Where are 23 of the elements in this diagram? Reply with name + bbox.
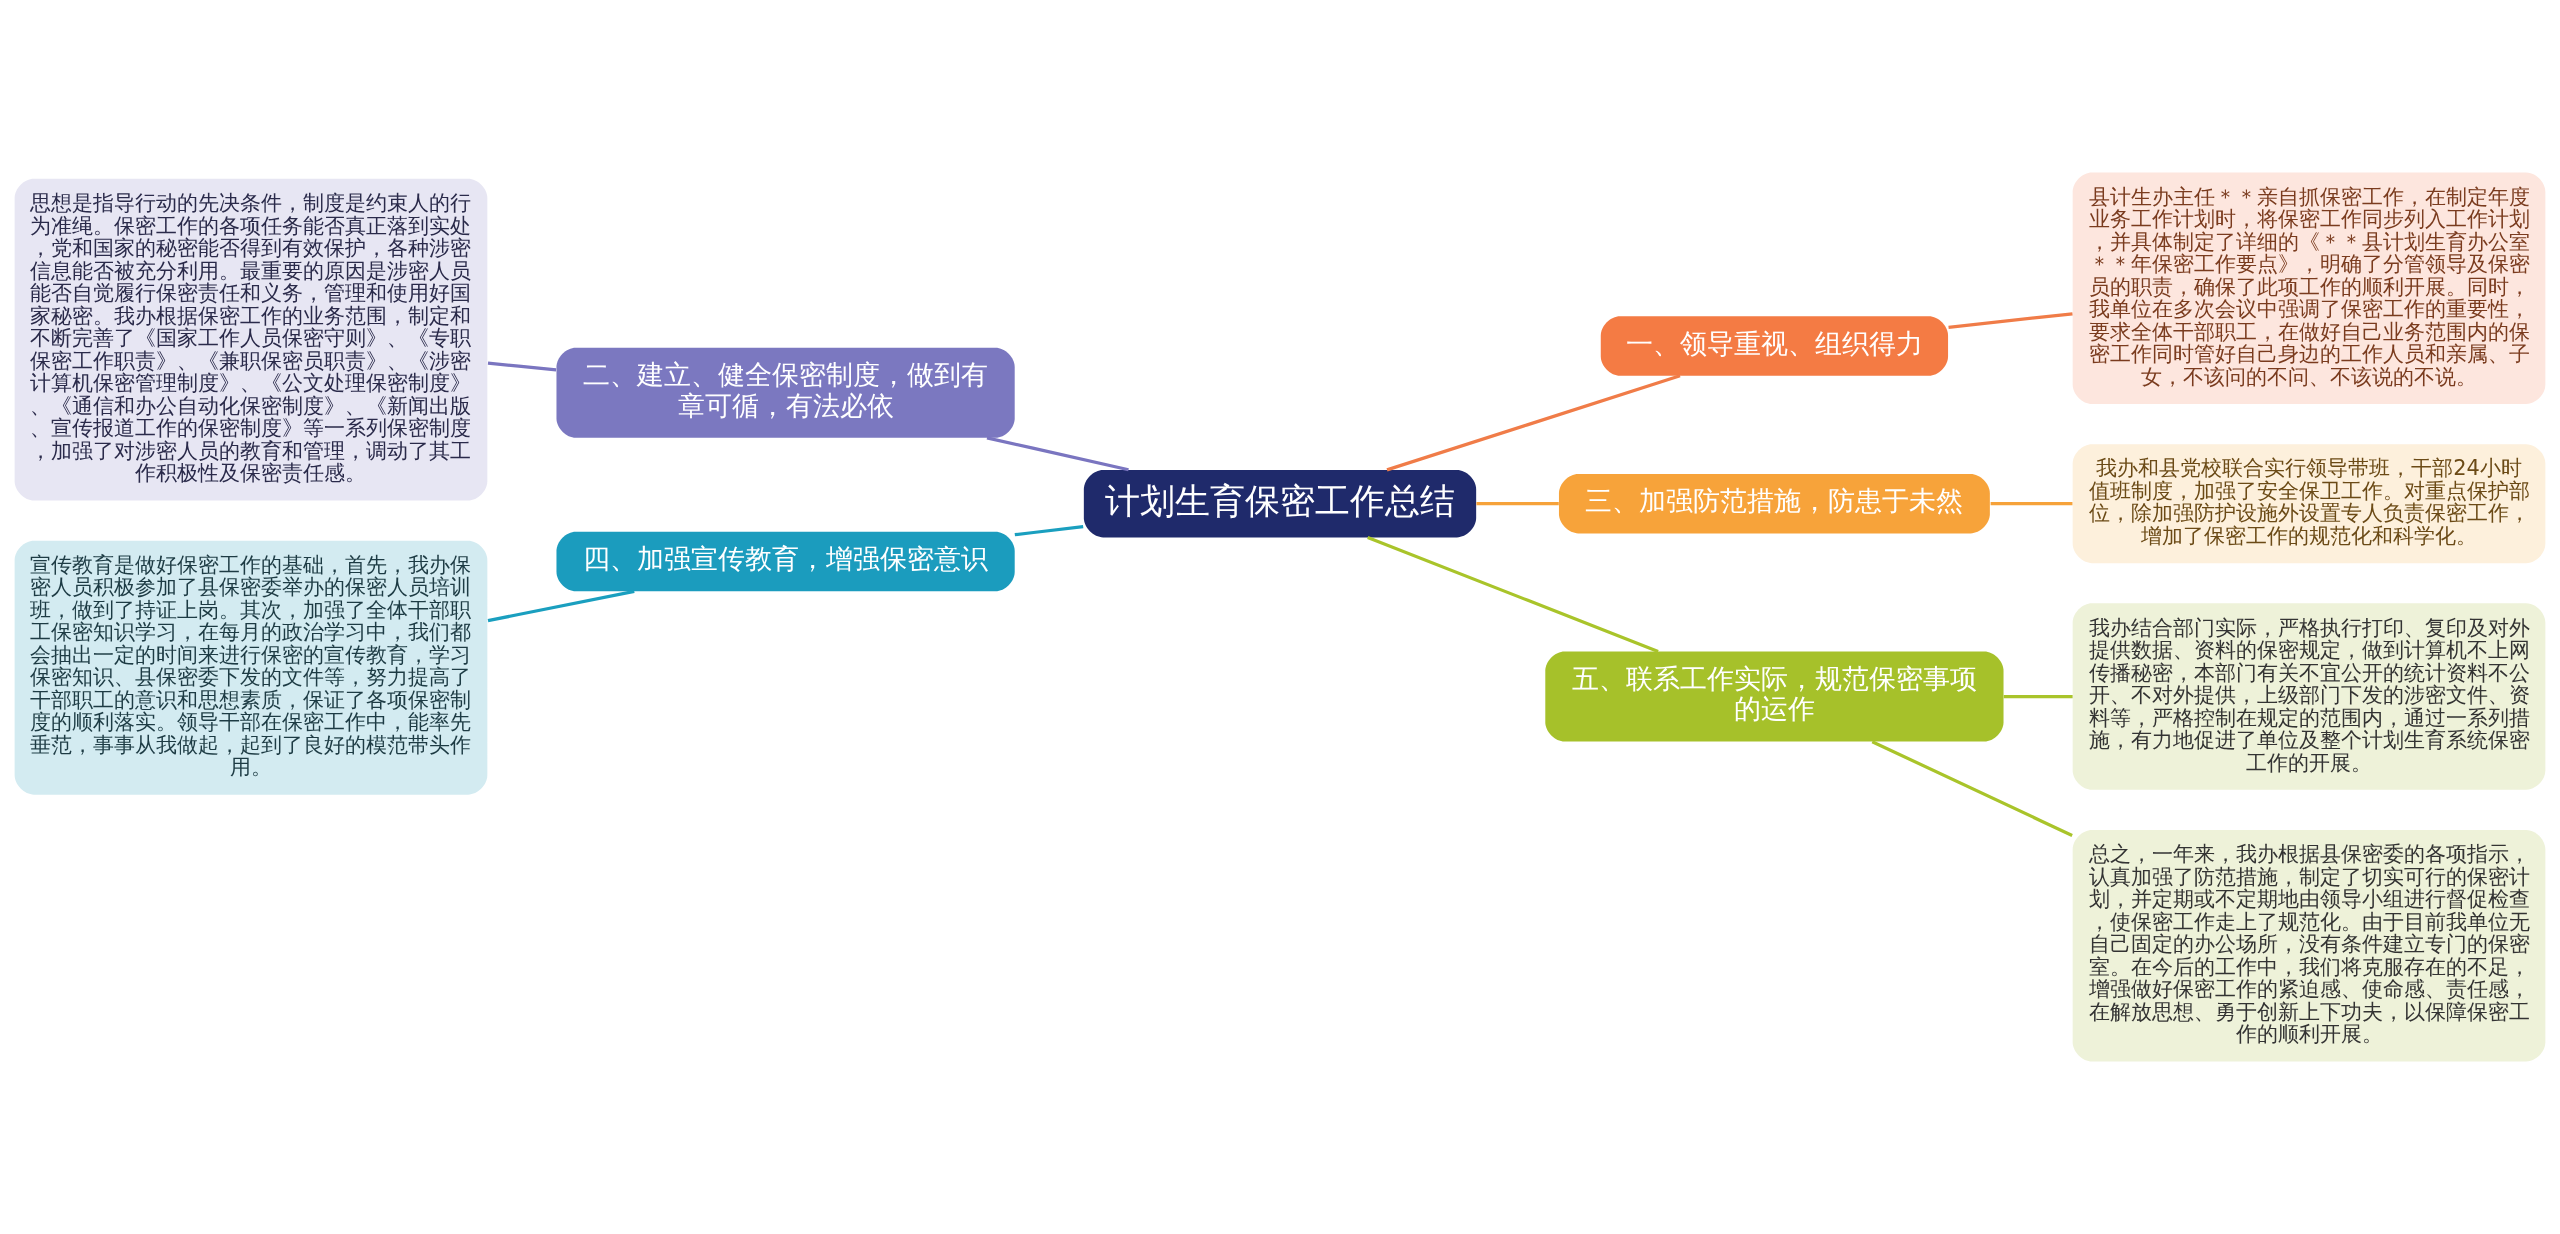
connector <box>1990 502 2073 506</box>
connector <box>2003 695 2073 699</box>
node-box: 我办和县党校联合实行领导带班，干部24小时值班制度，加强了安全保卫工作。对重点保护部位，除加强防护设施外设置专人负责保密工作，增加了保密工作的规范化和科学化。 <box>2072 444 2546 564</box>
connector <box>1014 525 1084 537</box>
node-box: 二、建立、健全保密制度，做到有章可循，有法必依 <box>556 347 1015 438</box>
connector <box>487 361 557 372</box>
node-box: 计划生育保密工作总结 <box>1083 469 1477 538</box>
connector <box>1367 536 1659 654</box>
node-box: 思想是指导行动的先决条件，制度是约束人的行为准绳。保密工作的各项任务能否真正落到实处，党和国家的秘密能否得到有效保护，各种涉密信息能否被充分利用。最重要的原因是涉密人员能否自觉履行保密责任和义务，管理和使用好国家秘密。我办根据保密工作的业务范围，制定和不断完善了《国家工作人员保密守则》、《专职保密工作职责》、《兼职保密员职责》、《涉密计算机保密管理制度》、《公文处理保密制度》、《通信和办公自动化保密制度》、《新闻出版、宣传报道工作的保密制度》等一系列保密制度，加强了对涉密人员的教育和管理，调动了其工作积极性及保密责任感。 <box>14 178 488 501</box>
node-box: 四、加强宣传教育，增强保密意识 <box>556 531 1015 592</box>
node-box: 五、联系工作实际，规范保密事项的运作 <box>1545 651 2004 742</box>
node-box: 一、领导重视、组织得力 <box>1600 316 1949 376</box>
connector <box>1386 374 1681 472</box>
node-box: 三、加强防范措施，防患于未然 <box>1558 473 1990 534</box>
connector <box>1476 502 1559 506</box>
node-box: 县计生办主任＊＊亲自抓保密工作，在制定年度业务工作计划时，将保密工作同步列入工作计划，并具体制定了详细的《＊＊县计划生育办公室＊＊年保密工作要点》，明确了分管领导及保密员的职责，确保了此项工作的顺利开展。同时，我单位在多次会议中强调了保密工作的重要性，要求全体干部职工，在做好自己业务范围内的保密工作同时管好自己身边的工作人员和亲属、子女，不该问的不问、不该说的不说。 <box>2072 172 2546 404</box>
node-box: 总之，一年来，我办根据县保密委的各项指示，认真加强了防范措施，制定了切实可行的保密计划，并定期或不定期地由领导小组进行督促检查，使保密工作走上了规范化。由于目前我单位无自己固定的办公场所，没有条件建立专门的保密室。在今后的工作中，我们将克服存在的不足，增强做好保密工作的紧迫感、使命感、责任感，在解放思想、勇于创新上下功夫，以保障保密工作的顺利开展。 <box>2072 830 2546 1062</box>
connector <box>1871 740 2073 837</box>
connector <box>1948 312 2073 329</box>
connector <box>487 589 635 623</box>
node-box: 我办结合部门实际，严格执行打印、复印及对外提供数据、资料的保密规定，做到计算机不上网传播秘密，本部门有关不宜公开的统计资料不公开、不对外提供，上级部门下发的涉密文件、资料等，严格控制在规定的范围内，通过一系列措施，有力地促进了单位及整个计划生育系统保密工作的开展。 <box>2072 603 2546 790</box>
node-box: 宣传教育是做好保密工作的基础，首先，我办保密人员积极参加了县保密委举办的保密人员培训班，做到了持证上岗。其次，加强了全体干部职工保密知识学习，在每月的政治学习中，我们都会抽出一定的时间来进行保密的宣传教育，学习保密知识、县保密委下发的文件等，努力提高了干部职工的意识和思想素质，保证了各项保密制度的顺利落实。领导干部在保密工作中，能率先垂范，事事从我做起，起到了良好的模范带头作用。 <box>14 540 488 795</box>
connector <box>986 436 1129 472</box>
